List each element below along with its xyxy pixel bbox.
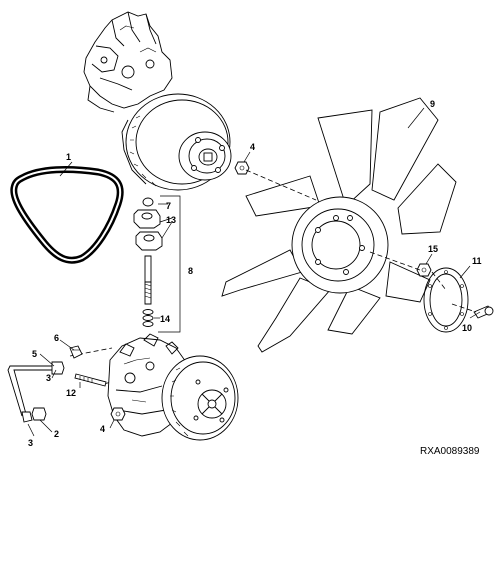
fitting-6 (69, 345, 83, 359)
leader-lines (27, 107, 481, 437)
lower-nut (110, 407, 126, 421)
callout-13: 13 (166, 215, 176, 225)
callout-5: 5 (32, 349, 37, 359)
fan-nut (416, 263, 432, 277)
callout-3-lower: 3 (28, 438, 33, 448)
serpentine-belt (10, 166, 124, 264)
callout-15: 15 (428, 244, 438, 254)
fan-bolt (473, 305, 494, 319)
callout-10: 10 (462, 323, 472, 333)
stud (74, 373, 107, 387)
fan-spacer-ring (423, 267, 469, 333)
callout-labels: 1 2 3 3 4 4 5 6 7 8 9 10 11 12 13 14 15 (28, 99, 482, 448)
cooling-fan (221, 97, 457, 353)
callout-8: 8 (188, 266, 193, 276)
callout-14: 14 (160, 314, 170, 324)
callout-4-upper: 4 (250, 142, 255, 152)
callout-11: 11 (472, 256, 482, 266)
callout-12: 12 (66, 388, 76, 398)
compressor-assembly (107, 333, 239, 441)
air-line (7, 361, 65, 423)
fitting-2 (31, 407, 47, 421)
upper-nut (234, 161, 250, 175)
callout-9: 9 (430, 99, 435, 109)
callout-3-upper: 3 (46, 373, 51, 383)
callout-2: 2 (54, 429, 59, 439)
callout-7: 7 (166, 201, 171, 211)
belt-tensioner-assembly (133, 195, 181, 333)
callout-1: 1 (66, 152, 71, 162)
callout-6: 6 (54, 333, 59, 343)
fan-drive-housing (83, 11, 173, 113)
fan-drive-pulley (121, 93, 232, 191)
document-id: RXA0089389 (420, 446, 480, 457)
callout-4-lower: 4 (100, 424, 105, 434)
